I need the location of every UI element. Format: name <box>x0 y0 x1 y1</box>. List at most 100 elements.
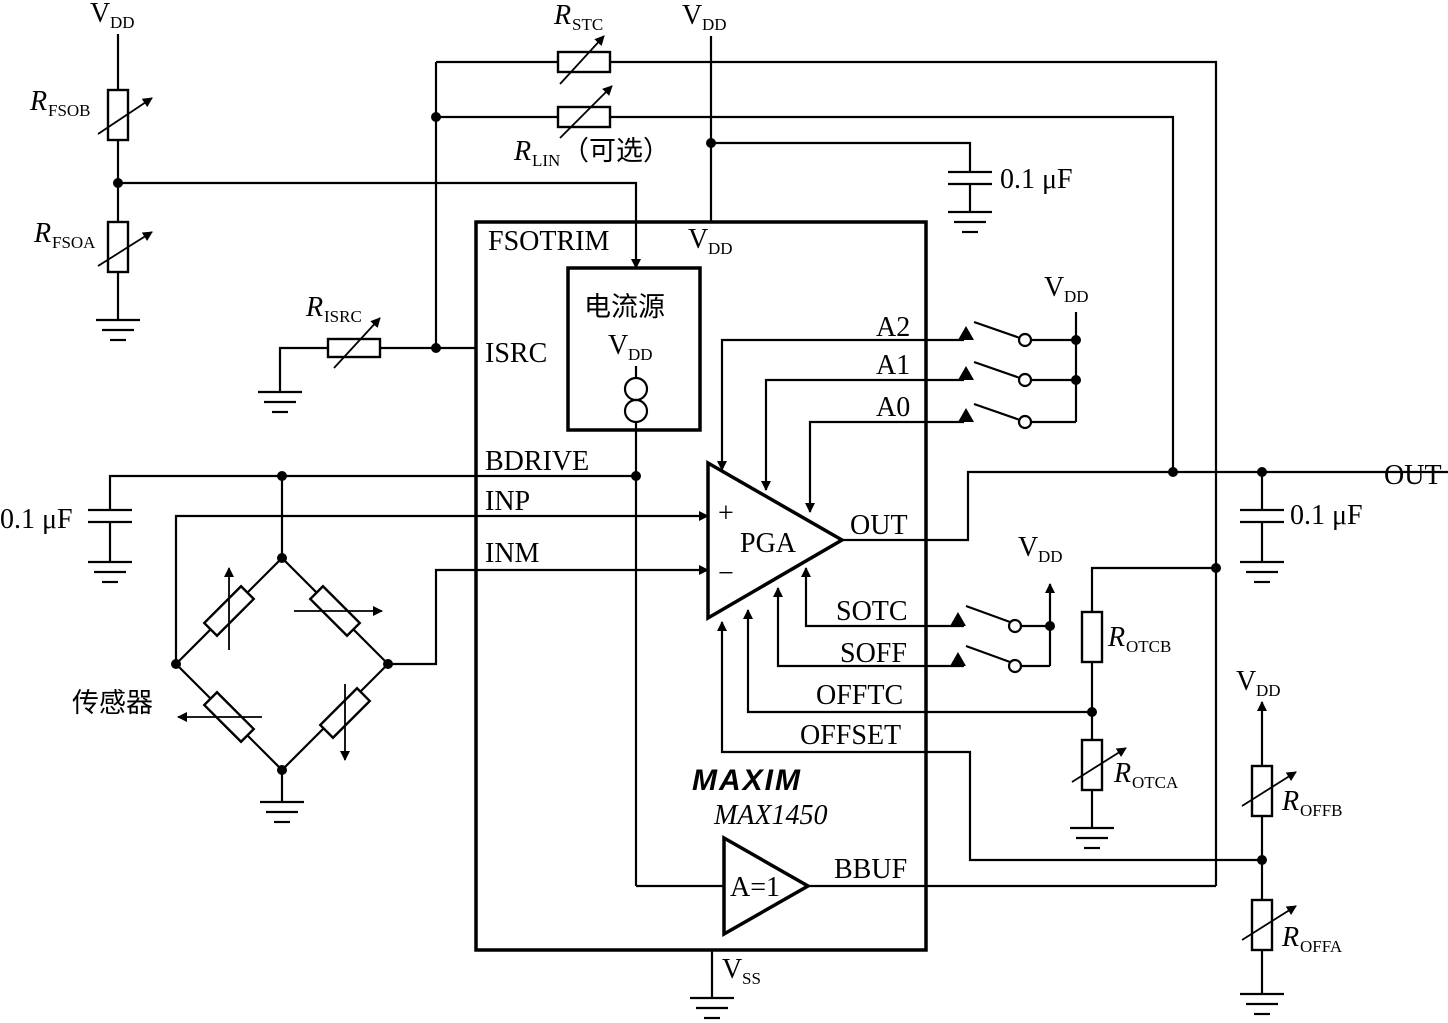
switch-a1 <box>958 360 1033 388</box>
svg-text:V: V <box>90 0 110 29</box>
output-label: OUT <box>1384 460 1442 491</box>
resistor-rlin <box>556 105 612 129</box>
cap-value-out: 0.1 μF <box>1290 500 1363 531</box>
maxim-logo: MAXIM <box>692 764 802 797</box>
bridge-resistor-top-right <box>294 584 383 638</box>
ground-fso <box>96 318 140 342</box>
cap-value-vdd: 0.1 μF <box>1000 164 1073 195</box>
label-rfsob: R FSOB <box>29 86 91 120</box>
label-roffb: R OFFB <box>1281 786 1343 820</box>
svg-text:R: R <box>29 86 47 117</box>
svg-text:ISRC: ISRC <box>324 307 362 326</box>
pin-a2: A2 <box>876 312 910 343</box>
switch-soff <box>950 644 1023 674</box>
ground-otca <box>1070 826 1114 850</box>
vdd-label-top: V DD <box>682 0 727 34</box>
ground-offa <box>1240 992 1284 1016</box>
chip-vdd-label: V DD <box>688 224 733 258</box>
bridge-resistor-bottom-left <box>177 690 262 744</box>
svg-text:DD: DD <box>702 15 727 34</box>
svg-text:FSOA: FSOA <box>52 233 96 252</box>
svg-text:OFFB: OFFB <box>1300 801 1343 820</box>
ground-vss <box>690 996 734 1020</box>
pin-a0: A0 <box>876 392 910 423</box>
svg-text:V: V <box>682 0 702 31</box>
label-rlin: R LIN （可选） <box>513 136 670 170</box>
pga-amplifier <box>706 459 846 622</box>
svg-text:OFFA: OFFA <box>1300 937 1343 956</box>
svg-text:R: R <box>305 292 323 323</box>
svg-text:R: R <box>1107 622 1125 653</box>
vdd-label-fso: V DD <box>90 0 135 32</box>
label-rotcb: R OTCB <box>1107 622 1171 656</box>
pin-bdrive: BDRIVE <box>485 446 589 477</box>
max1450-chip-outline <box>474 220 928 952</box>
pin-offset: OFFSET <box>800 720 901 751</box>
resistor-rotcb <box>1080 610 1104 664</box>
label-rotca: R OTCA <box>1113 758 1179 792</box>
cap-value-bdrive: 0.1 μF <box>0 504 73 535</box>
svg-text:OTCB: OTCB <box>1126 637 1171 656</box>
current-source-vdd-label: V DD <box>608 330 653 364</box>
svg-text:DD: DD <box>628 345 653 364</box>
sensor-label: 传感器 <box>72 688 153 719</box>
capacitor-vdd <box>948 170 992 186</box>
svg-text:DD: DD <box>708 239 733 258</box>
svg-text:V: V <box>1236 666 1256 697</box>
ground-cap-vdd <box>948 210 992 234</box>
label-rstc: R STC <box>553 0 603 34</box>
svg-text:OTCA: OTCA <box>1132 773 1179 792</box>
pin-out: OUT <box>850 510 908 541</box>
ground-cap-out <box>1240 560 1284 584</box>
pin-inm: INM <box>485 538 540 569</box>
capacitor-out <box>1240 508 1284 524</box>
bridge-resistor-bottom-right <box>318 684 372 761</box>
svg-text:V: V <box>722 954 742 985</box>
current-source-label: 电流源 <box>584 292 665 323</box>
switch-a0 <box>958 402 1033 430</box>
svg-text:DD: DD <box>110 13 135 32</box>
current-source-symbol <box>623 376 649 424</box>
pin-soff: SOFF <box>840 638 907 669</box>
switch-sotc <box>950 604 1023 634</box>
svg-text:R: R <box>553 0 571 31</box>
pin-sotc: SOTC <box>836 596 908 627</box>
svg-text:R: R <box>33 218 51 249</box>
svg-text:V: V <box>688 224 708 255</box>
svg-text:R: R <box>513 136 531 167</box>
resistor-roffa <box>1250 898 1274 952</box>
pin-fsotrim: FSOTRIM <box>488 226 609 257</box>
svg-text:R: R <box>1281 922 1299 953</box>
svg-text:V: V <box>1044 272 1064 303</box>
svg-text:V: V <box>608 330 628 361</box>
pin-isrc: ISRC <box>485 338 547 369</box>
pga-plus: + <box>718 498 734 529</box>
resistor-roffb <box>1250 764 1274 818</box>
resistor-risrc <box>326 337 382 359</box>
svg-text:FSOB: FSOB <box>48 101 91 120</box>
capacitor-bdrive <box>88 508 132 524</box>
pin-inp: INP <box>485 486 530 517</box>
vss-label: V SS <box>722 954 761 988</box>
pga-label: PGA <box>740 528 797 559</box>
svg-text:LIN: LIN <box>532 151 560 170</box>
svg-text:（可选）: （可选） <box>562 136 670 167</box>
ground-bridge <box>260 800 304 824</box>
bridge-resistor-top-left <box>202 567 256 650</box>
pga-minus: − <box>718 558 734 589</box>
vdd-label-gain: V DD <box>1044 272 1089 306</box>
svg-text:DD: DD <box>1038 547 1063 566</box>
ground-isrc <box>258 390 302 414</box>
resistor-rfsoa <box>106 220 130 274</box>
svg-text:V: V <box>1018 532 1038 563</box>
switch-a2 <box>958 320 1033 348</box>
pin-a1: A1 <box>876 350 910 381</box>
resistor-rstc <box>556 50 612 74</box>
label-rfsoa: R FSOA <box>33 218 96 252</box>
svg-text:DD: DD <box>1064 287 1089 306</box>
vdd-label-sotc: V DD <box>1018 532 1063 566</box>
ground-cap-bdrive <box>88 560 132 584</box>
svg-text:SS: SS <box>742 969 761 988</box>
label-roffa: R OFFA <box>1281 922 1343 956</box>
